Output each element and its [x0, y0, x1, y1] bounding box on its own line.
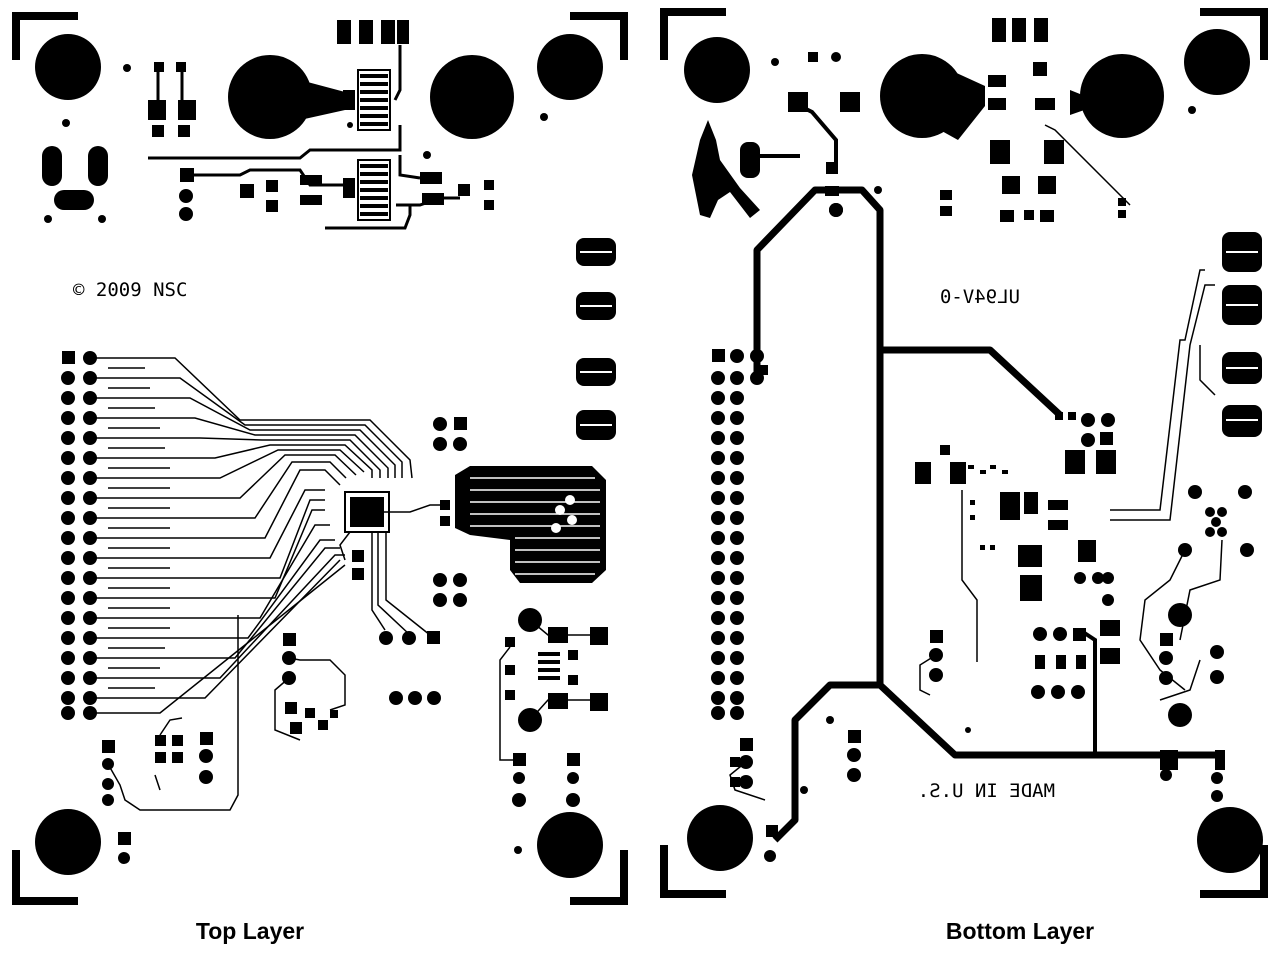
- mounting-hole-bl: [687, 805, 753, 871]
- mounting-hole-tr: [1184, 29, 1250, 95]
- mounting-hole-tr: [537, 34, 603, 100]
- top-layer-panel: © 2009 NSC Top Layer: [12, 12, 628, 944]
- corner-bracket-br: [570, 850, 628, 905]
- silkscreen-board-id: UL94V-0: [940, 286, 1020, 308]
- caption-bottom-layer: Bottom Layer: [945, 918, 1095, 944]
- mounting-hole-tl: [35, 34, 101, 100]
- mounting-hole-bl: [35, 809, 101, 875]
- top-layer-artwork: © 2009 NSC: [12, 12, 628, 905]
- mounting-hole-br: [1197, 807, 1263, 873]
- bottom-layer-panel: UL94V-0 MADE IN U.S. Bottom Layer: [640, 0, 1278, 953]
- corner-bracket-tl: [12, 12, 78, 60]
- mounting-hole-tl: [684, 37, 750, 103]
- ic-qfn: [344, 491, 390, 533]
- corner-bracket-tr: [570, 12, 628, 60]
- connector-pad-right: [430, 55, 514, 139]
- silkscreen-copyright: © 2009 NSC: [73, 279, 187, 301]
- header-j1: [61, 351, 97, 720]
- mounting-hole-br: [537, 812, 603, 878]
- caption-top-layer: Top Layer: [195, 918, 305, 944]
- header-j1: [711, 349, 764, 720]
- corner-bracket-bl: [12, 850, 78, 905]
- silkscreen-origin: MADE IN U.S.: [918, 780, 1055, 802]
- connector-pad-left: [228, 55, 312, 139]
- bottom-layer-artwork: UL94V-0 MADE IN U.S.: [660, 8, 1268, 898]
